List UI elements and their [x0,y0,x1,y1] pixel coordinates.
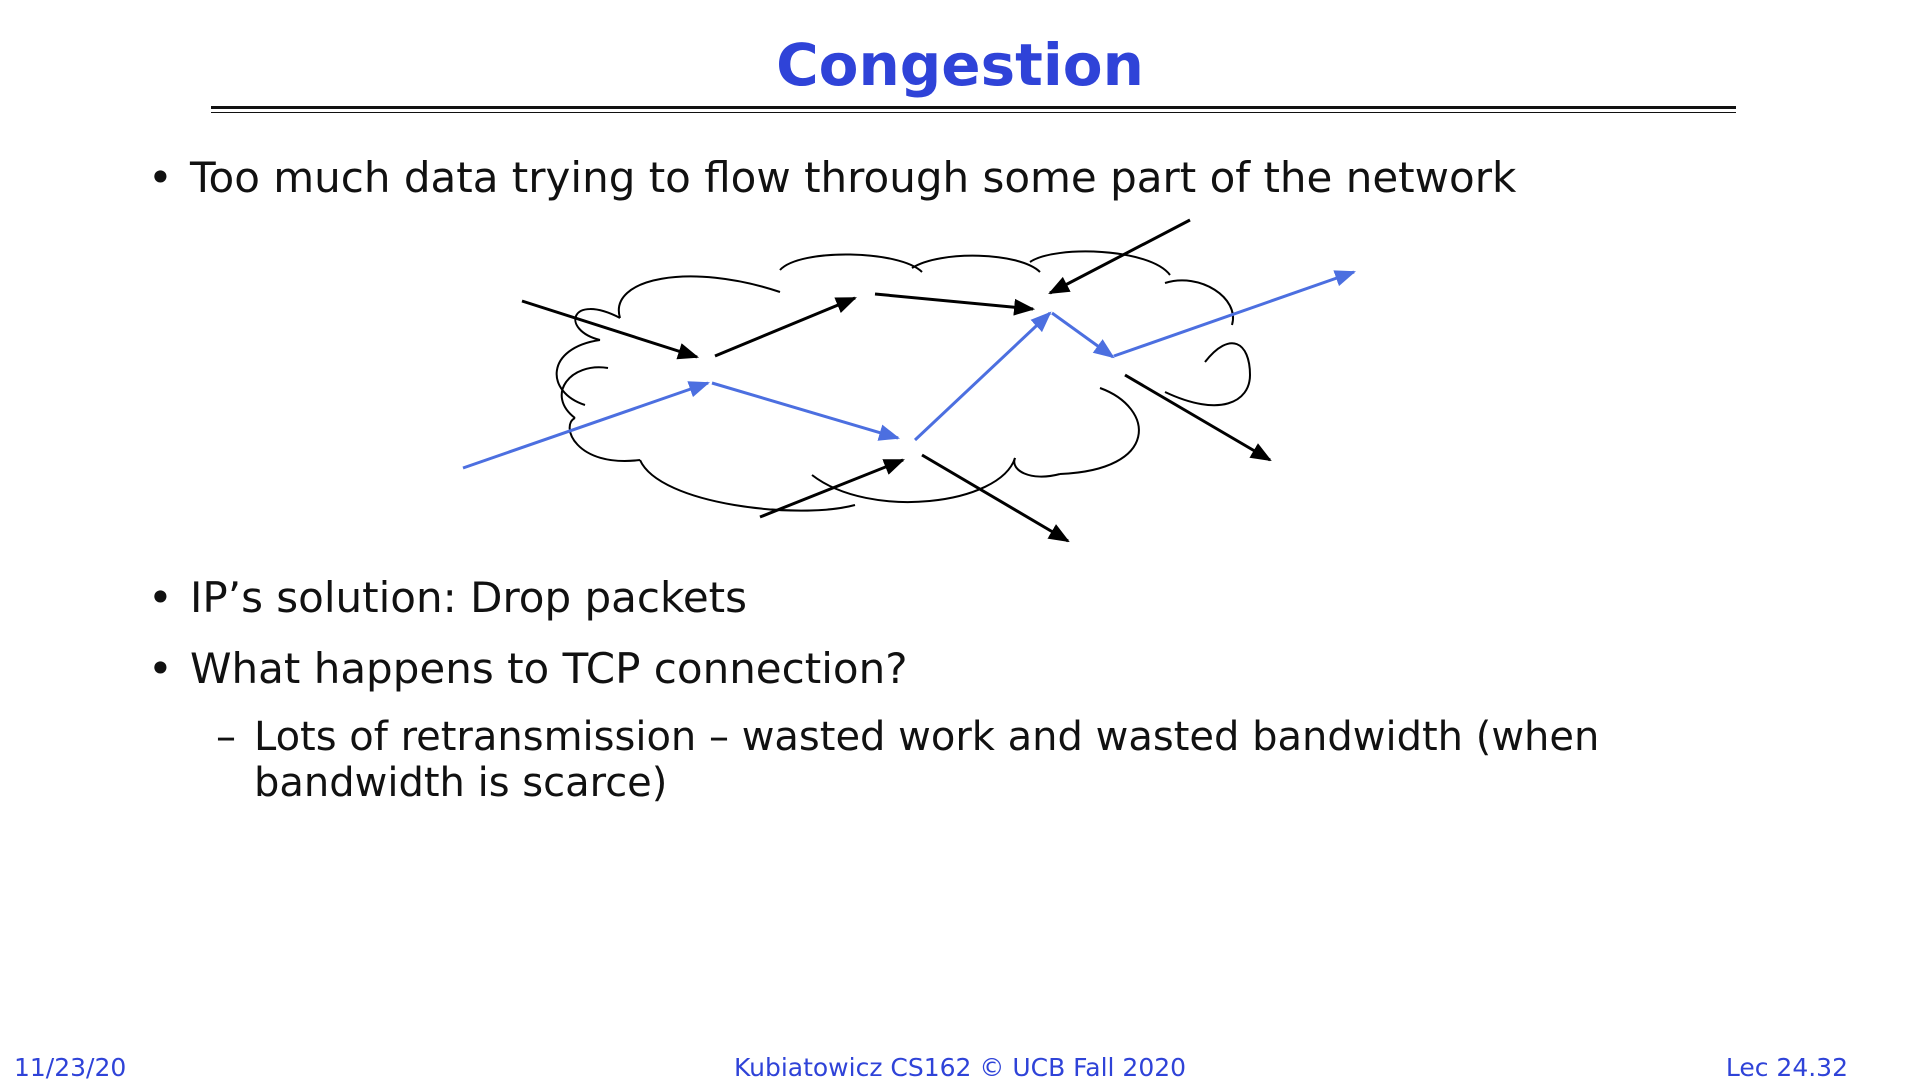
sub-bullet-marker: – [216,714,236,760]
sub-bullet-text: Lots of retransmission – wasted work and… [254,714,1600,806]
highlighted-traffic-flow [462,270,1356,470]
flow-arrow-out-right [1124,373,1272,462]
footer-lecture-number: Lec 24.32 [1725,1053,1848,1082]
bullet-item-3: • What happens to TCP connection? [148,644,908,694]
title-rule-thick [211,106,1736,109]
flow-arrow-inner-1 [714,296,857,358]
bullet-text: Too much data trying to flow through som… [190,153,1517,202]
flow-arrow-in-bottom [759,458,905,519]
bullet-text: IP’s solution: Drop packets [190,573,748,622]
blue-flow-segment-4 [1051,311,1115,359]
title-rule-thin [211,112,1736,113]
flow-arrow-inner-2 [874,292,1036,316]
footer-date: 11/23/20 [14,1053,127,1082]
flow-arrow-out-bottom [921,453,1070,543]
bullet-item-2: • IP’s solution: Drop packets [148,573,748,623]
bullet-marker: • [148,153,173,202]
slide-title: Congestion [776,31,1144,99]
flow-arrow-in-left [521,299,700,360]
blue-flow-segment-5 [1113,270,1356,358]
blue-flow-segment-2 [711,381,901,441]
flow-arrow-in-top [1048,218,1191,295]
blue-flow-segment-3 [913,311,1052,442]
bullet-text: What happens to TCP connection? [190,644,908,693]
network-cloud-shape [555,250,1251,512]
bullet-item-1: • Too much data trying to flow through s… [148,153,1517,203]
black-traffic-flows [521,218,1272,543]
bullet-marker: • [148,573,173,622]
blue-flow-segment-1 [462,381,710,470]
footer-course: Kubiatowicz CS162 © UCB Fall 2020 [733,1053,1187,1082]
sub-bullet-item-1: – Lots of retransmission – wasted work a… [216,714,1714,806]
bullet-marker: • [148,644,173,693]
